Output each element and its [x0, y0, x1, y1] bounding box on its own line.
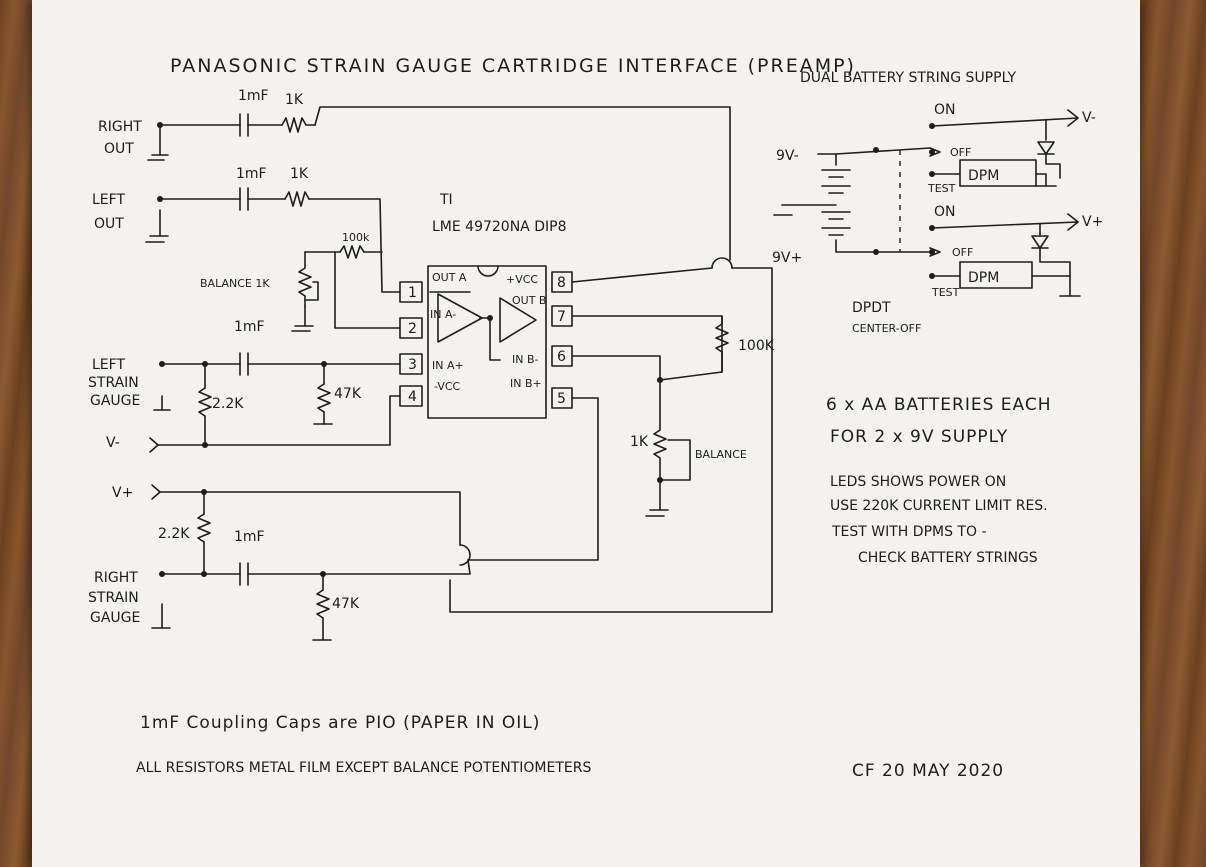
paper-sheet: [32, 0, 1140, 867]
pot-label-1k: 1K: [630, 434, 649, 450]
res-label-right-out: 1K: [285, 92, 304, 108]
left-out-label-1: LEFT: [92, 192, 125, 208]
pin-label-outb: OUT B: [512, 294, 546, 307]
res-label-100k: 100k: [342, 231, 370, 244]
switch-type-2: CENTER-OFF: [852, 322, 921, 335]
note-resistors: ALL RESISTORS METAL FILM EXCEPT BALANCE …: [136, 760, 591, 776]
note-batteries-2: FOR 2 x 9V SUPPLY: [830, 427, 1008, 447]
pin-8: 8: [557, 275, 566, 291]
pin-label-ina-minus: IN A-: [430, 308, 456, 321]
pin-label-vcc-pos: +VCC: [506, 273, 538, 286]
battery-label-neg: 9V-: [776, 148, 799, 164]
note-leds-3: TEST WITH DPMS TO -: [831, 524, 987, 540]
note-leds-2: USE 220K CURRENT LIMIT RES.: [830, 498, 1048, 514]
res-label-2k2-right: 2.2K: [158, 526, 190, 542]
switch-test-1: TEST: [927, 182, 956, 195]
right-out-path: [147, 106, 731, 261]
vplus-label: V+: [112, 485, 133, 501]
left-strain-path: [149, 352, 401, 453]
balance-pot-right: [645, 429, 691, 517]
left-strain-label-3: GAUGE: [90, 393, 140, 409]
pin-label-inb-plus: IN B+: [510, 377, 542, 390]
switch-type-1: DPDT: [852, 300, 891, 316]
note-leds-1: LEDS SHOWS POWER ON: [830, 474, 1006, 490]
battery-supply: [773, 109, 1081, 297]
supply-out-vplus: V+: [1082, 214, 1103, 230]
dpm-meter-1: DPM: [968, 168, 999, 184]
pin-1: 1: [408, 285, 417, 301]
chip-part: LME 49720NA DIP8: [432, 219, 566, 235]
switch-on-1: ON: [934, 102, 956, 118]
pin-6: 6: [557, 349, 566, 365]
note-caps: 1mF Coupling Caps are PIO (PAPER IN OIL): [140, 713, 540, 733]
res-label-47k-left: 47K: [334, 386, 362, 402]
op-amp-chip: [399, 265, 573, 419]
note-batteries-1: 6 x AA BATTERIES EACH: [826, 395, 1052, 415]
right-out-label-1: RIGHT: [98, 119, 142, 135]
switch-off-2: OFF: [952, 246, 973, 259]
res-label-left-out: 1K: [290, 166, 309, 182]
switch-test-2: TEST: [931, 286, 960, 299]
right-out-label-2: OUT: [104, 141, 134, 157]
vminus-label: V-: [106, 435, 120, 451]
chip-maker: TI: [439, 192, 453, 208]
battery-label-pos: 9V+: [772, 250, 802, 266]
pin-5: 5: [557, 391, 566, 407]
right-strain-path: [151, 484, 471, 641]
chip-right-wiring: [449, 257, 773, 613]
right-strain-label-2: STRAIN: [88, 590, 139, 606]
balance-label-left: BALANCE 1K: [200, 277, 270, 290]
cap-label-right-strain: 1mF: [234, 529, 265, 545]
cap-label-right-out: 1mF: [238, 88, 269, 104]
right-strain-label-3: GAUGE: [90, 610, 140, 626]
right-strain-label-1: RIGHT: [94, 570, 138, 586]
supply-out-vminus: V-: [1082, 110, 1096, 126]
balance-label-right: BALANCE: [695, 448, 747, 461]
pin-3: 3: [408, 357, 417, 373]
cap-label-left-out: 1mF: [236, 166, 267, 182]
res-label-2k2-left: 2.2K: [212, 396, 244, 412]
balance-pot-left: [291, 251, 401, 332]
title-line: PANASONIC STRAIN GAUGE CARTRIDGE INTERFA…: [170, 55, 856, 77]
supply-title: DUAL BATTERY STRING SUPPLY: [800, 70, 1017, 86]
pin-label-outa: OUT A: [432, 271, 467, 284]
pin-label-ina-plus: IN A+: [432, 359, 464, 372]
pin-label-vcc-neg: -VCC: [434, 380, 461, 393]
left-strain-label-2: STRAIN: [88, 375, 139, 391]
pin-2: 2: [408, 321, 417, 337]
pin-7: 7: [557, 309, 566, 325]
cap-label-left-strain: 1mF: [234, 319, 265, 335]
left-out-path: [145, 187, 401, 293]
signature: CF 20 MAY 2020: [852, 761, 1004, 781]
switch-off-1: OFF: [950, 146, 971, 159]
left-strain-label-1: LEFT: [92, 357, 125, 373]
note-leds-4: CHECK BATTERY STRINGS: [858, 550, 1038, 566]
feedback-100k: [304, 245, 383, 259]
pin-label-inb-minus: IN B-: [512, 353, 539, 366]
left-out-label-2: OUT: [94, 216, 124, 232]
switch-on-2: ON: [934, 204, 956, 220]
dpm-meter-2: DPM: [968, 270, 999, 286]
res-label-47k-right: 47K: [332, 596, 360, 612]
res-label-100k-b: 100K: [738, 338, 775, 354]
pin-4: 4: [408, 389, 417, 405]
